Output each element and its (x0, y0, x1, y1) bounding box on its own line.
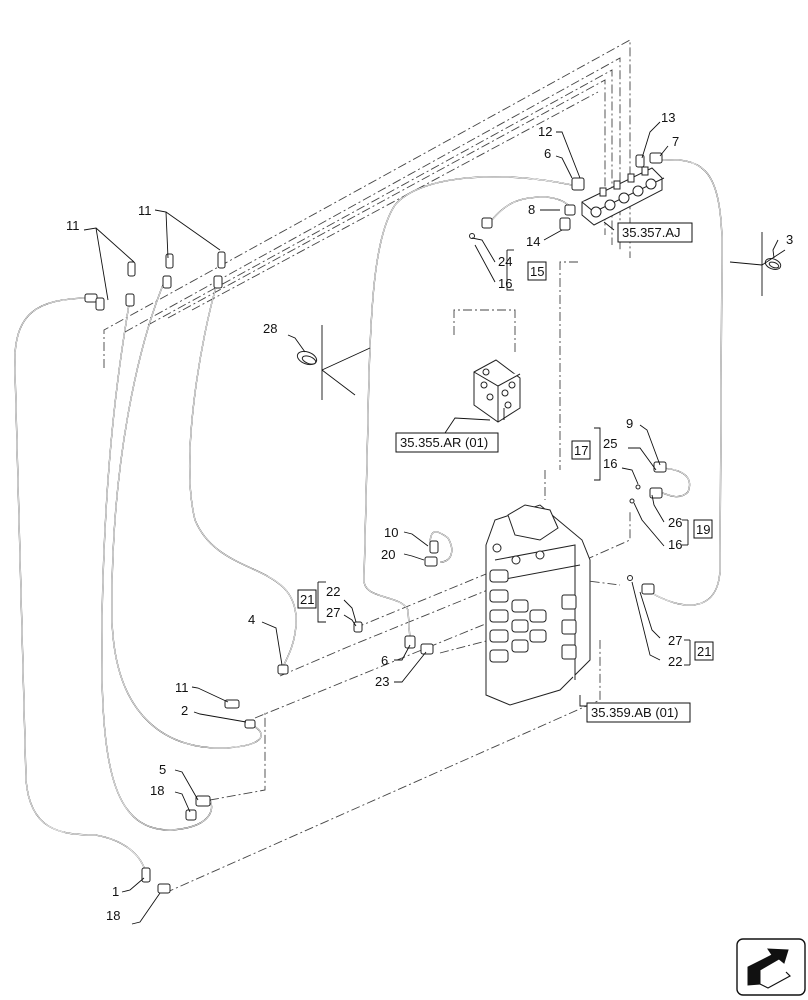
fittings (84, 152, 667, 894)
callout-18b: 18 (106, 908, 120, 923)
callout-1: 1 (112, 884, 119, 899)
callout-12: 12 (538, 124, 552, 139)
boxed-callouts: 15 17 19 21 21 (297, 261, 714, 661)
arrow-icon[interactable] (736, 938, 806, 996)
callout-20: 20 (381, 547, 395, 562)
callout-27b: 27 (668, 633, 682, 648)
callout-3: 3 (786, 232, 793, 247)
callout-11a: 11 (66, 218, 80, 233)
ref-35-359-ab: 35.359.AB (01) (591, 705, 678, 720)
hoses (14, 159, 723, 871)
callouts: 11 11 28 12 6 8 14 24 16 13 7 3 9 25 16 … (66, 110, 793, 923)
manifold-block (581, 166, 665, 226)
callout-22a: 22 (326, 584, 340, 599)
callout-21b: 21 (697, 644, 711, 659)
reference-boxes: 35.357.AJ 35.355.AR (01) 35.359.AB (01) (395, 222, 693, 723)
o-rings (296, 232, 786, 400)
valve-block (473, 359, 521, 423)
callout-26: 26 (668, 515, 682, 530)
main-control-valve (485, 504, 591, 706)
ref-35-357-aj: 35.357.AJ (622, 225, 681, 240)
ref-35-355-ar: 35.355.AR (01) (400, 435, 488, 450)
callout-13: 13 (661, 110, 675, 125)
callout-15: 15 (530, 264, 544, 279)
callout-16c: 16 (668, 537, 682, 552)
callout-23: 23 (375, 674, 389, 689)
callout-16a: 16 (498, 276, 512, 291)
callout-5: 5 (159, 762, 166, 777)
callout-2: 2 (181, 703, 188, 718)
callout-8: 8 (528, 202, 535, 217)
callout-27a: 27 (326, 605, 340, 620)
callout-16b: 16 (603, 456, 617, 471)
callout-11d: 11 (175, 680, 189, 695)
callout-9: 9 (626, 416, 633, 431)
callout-25: 25 (603, 436, 617, 451)
callout-10: 10 (384, 525, 398, 540)
callout-21a: 21 (300, 592, 314, 607)
callout-18a: 18 (150, 783, 164, 798)
leader-lines (83, 121, 779, 925)
callout-19: 19 (696, 522, 710, 537)
callout-7: 7 (672, 134, 679, 149)
callout-28: 28 (263, 321, 277, 336)
callout-11b: 11 (138, 203, 152, 218)
callout-4: 4 (248, 612, 255, 627)
callout-6a: 6 (544, 146, 551, 161)
callout-6b: 6 (381, 653, 388, 668)
callout-17: 17 (574, 443, 588, 458)
callout-22b: 22 (668, 654, 682, 669)
callout-14: 14 (526, 234, 540, 249)
callout-24: 24 (498, 254, 512, 269)
